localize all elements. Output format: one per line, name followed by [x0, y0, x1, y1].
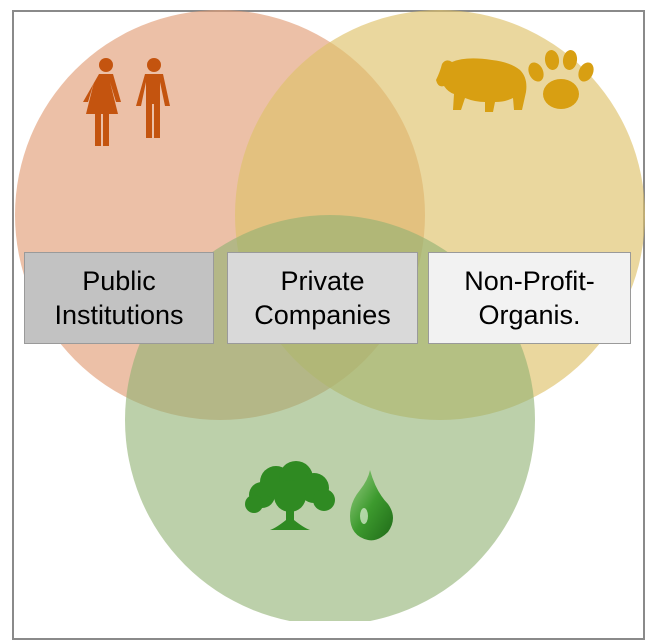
box-line: Institutions	[54, 300, 184, 330]
box-line: Companies	[254, 300, 391, 330]
woman-icon	[83, 58, 121, 146]
paw-icon	[528, 50, 594, 109]
public-institutions-box: Public Institutions	[24, 252, 214, 344]
man-icon	[136, 58, 170, 138]
box-line: Non-Profit-	[464, 266, 595, 296]
box-line: Public	[82, 266, 156, 296]
box-line: Private	[280, 266, 365, 296]
private-companies-box: Private Companies	[227, 252, 418, 344]
non-profit-organisations-box: Non-Profit- Organis.	[428, 252, 631, 344]
box-line: Organis.	[478, 300, 581, 330]
water-drop-icon	[350, 470, 393, 541]
tree-icon	[245, 461, 335, 530]
bear-icon	[436, 58, 527, 112]
